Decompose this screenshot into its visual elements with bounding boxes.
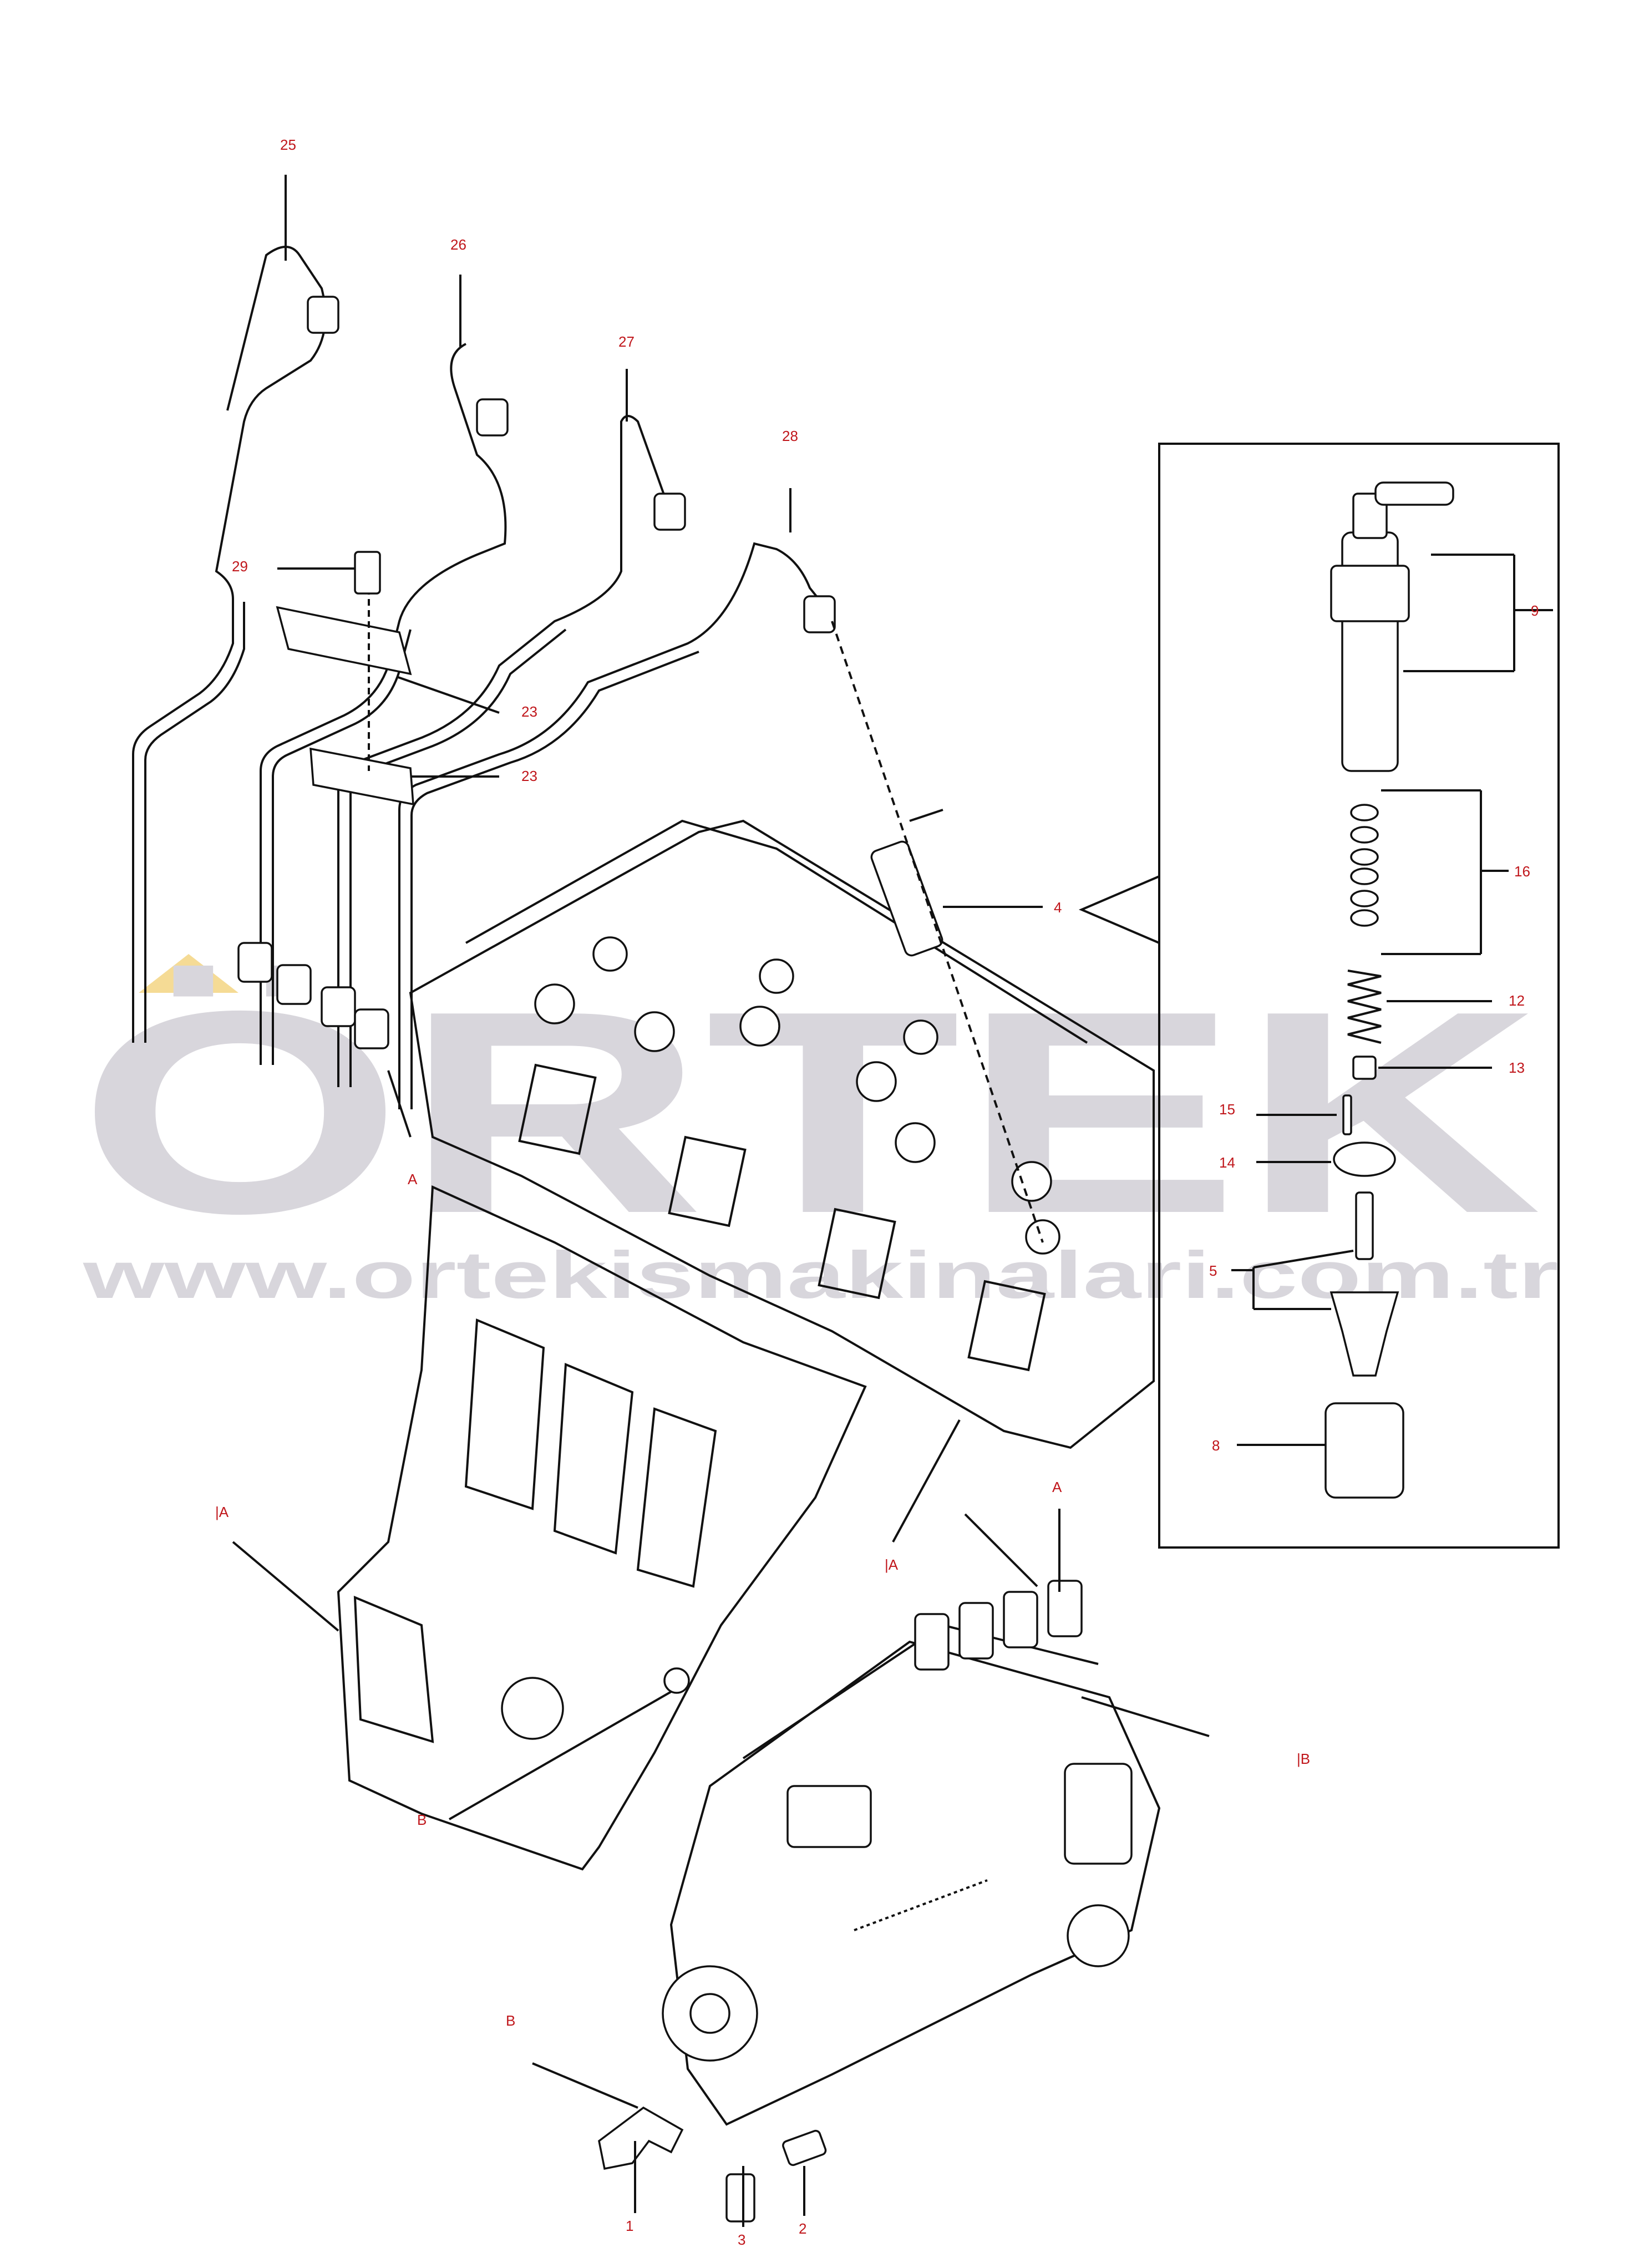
watermark-accent-shape (139, 954, 238, 993)
ref-a-left: |A (215, 1504, 229, 1520)
leader-lines (232, 175, 1553, 2227)
ref-a-pump: A (1052, 1479, 1062, 1495)
ref-a-mid: |A (885, 1556, 899, 1573)
callout-23-upper: 23 (521, 703, 537, 720)
installed-injector (831, 621, 1044, 1243)
bolt-2 (782, 2129, 827, 2166)
callout-12: 12 (1509, 992, 1525, 1009)
detail-frame (1158, 443, 1560, 1549)
callout-25: 25 (280, 136, 296, 153)
callout-27: 27 (618, 333, 635, 350)
callouts: 1 2 3 4 5 8 9 12 13 14 15 16 23 23 25 26… (215, 136, 1539, 2248)
callout-1: 1 (626, 2218, 633, 2234)
callout-16: 16 (1514, 863, 1530, 880)
ref-b-engine: B (417, 1812, 427, 1828)
watermark: ÖRTEK www.ortekismakinalari.com.tr (78, 951, 1559, 1312)
injection-pump (662, 1580, 1161, 2126)
pump-bracket (598, 2106, 684, 2170)
callout-23-lower: 23 (521, 768, 537, 784)
callout-13: 13 (1509, 1059, 1525, 1076)
pump-bracket-parts (598, 2106, 827, 2223)
callout-15: 15 (1219, 1101, 1235, 1118)
callout-28: 28 (782, 428, 798, 444)
pipe-clamp-lower (309, 747, 414, 806)
pipe-clamp-assembly (276, 551, 414, 806)
engine-block (337, 1185, 867, 1871)
bolt-3 (725, 2173, 755, 2223)
ref-b-pump: |B (1297, 1751, 1310, 1767)
callout-3: 3 (738, 2231, 745, 2248)
callout-9: 9 (1531, 602, 1539, 619)
ref-b-bracket: B (506, 2012, 515, 2029)
callout-29: 29 (232, 558, 248, 575)
callout-8: 8 (1212, 1437, 1220, 1454)
pipe-clamp-upper (276, 606, 412, 676)
callout-5: 5 (1209, 1262, 1217, 1279)
clamp-bolt (354, 551, 381, 595)
injector-detail (1078, 443, 1560, 1549)
callout-2: 2 (799, 2220, 806, 2237)
cylinder-head (409, 819, 1155, 1449)
callout-26: 26 (450, 236, 466, 253)
callout-14: 14 (1219, 1154, 1235, 1171)
ref-a-pipes: A (408, 1171, 418, 1188)
nozzle-nut (1324, 1402, 1404, 1499)
spring (1347, 970, 1382, 1044)
callout-4: 4 (1054, 899, 1062, 916)
